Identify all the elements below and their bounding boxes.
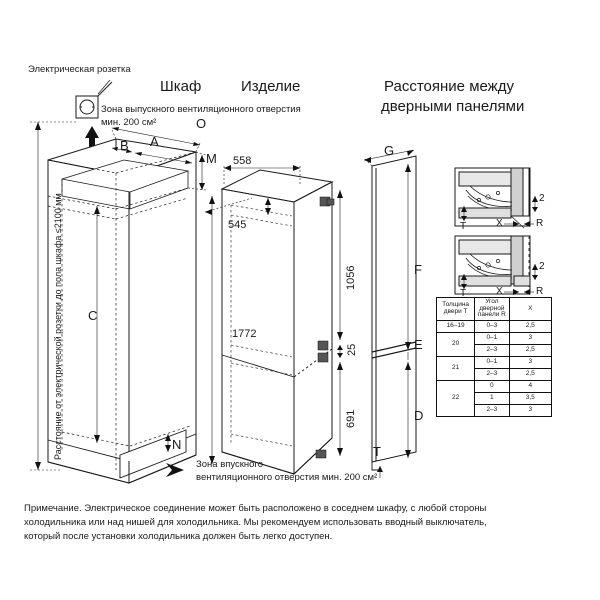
label-b: B (120, 138, 129, 153)
hdr-angle-l2: дверной (479, 304, 505, 312)
label-t-door: T (373, 444, 381, 459)
note-line-1: Примечание. Электрическое соединение мож… (24, 503, 487, 514)
outlet-vent-label-line2: мин. 200 см² (101, 117, 157, 128)
heading-door-panels-line1: Расстояние между (384, 78, 514, 95)
table-row: 2–3 2,5 (437, 368, 553, 381)
hdr-angle-l3: панели R (477, 311, 506, 319)
cell-x: 3,5 (508, 392, 553, 405)
table-row: 16–19 0–3 2,5 (435, 320, 553, 333)
label-t-upper: T (460, 221, 467, 232)
dim-1772: 1772 (232, 328, 257, 340)
socket-height-label: Расстояние от электрической розетки до п… (53, 193, 63, 460)
outlet-vent-label-line1: Зона выпускного вентиляционного отверсти… (101, 104, 301, 115)
table-row: 2–3 3 (437, 404, 553, 417)
cell-x: 4 (508, 380, 553, 393)
label-o: O (196, 116, 207, 131)
label-r-lower: R (536, 286, 544, 297)
label-x-upper: X (496, 218, 503, 229)
hinge-group (315, 196, 335, 459)
label-x-lower: X (496, 286, 503, 297)
label-r-upper: R (536, 218, 544, 229)
inlet-vent-arrow (166, 463, 184, 477)
cell-x: 2,5 (508, 368, 553, 381)
hdr-thickness-l2: двери T (443, 308, 468, 315)
cell-x: 2,5 (508, 344, 553, 357)
dim-691: 691 (345, 409, 357, 428)
note-block: Примечание. Электрическое соединение мож… (24, 502, 584, 543)
note-line-3: который после установки холодильника дол… (24, 530, 333, 542)
cell-x: 3 (508, 332, 553, 345)
table-body: 16–19 0–3 2,5 20 0–1 3 2–3 2,5 21 0–1 3 … (435, 320, 553, 417)
cell-angle: 2–3 (474, 368, 510, 381)
inlet-vent-label-line1: Зона впускного (196, 459, 264, 470)
dim-558: 558 (233, 155, 252, 167)
cell-angle: 0 (474, 380, 510, 393)
dim-25: 25 (346, 343, 358, 356)
label-n: N (172, 437, 182, 452)
label-g: G (384, 143, 395, 158)
hinge-detail-upper (454, 167, 538, 229)
cell-angle: 2–3 (474, 344, 510, 357)
hdr-thickness-l1: Толщина (442, 301, 470, 309)
table-row: 1 3,5 (437, 392, 553, 405)
door-panel-angle-table: Толщина двери T Угол дверной панели R X … (435, 297, 553, 417)
hdr-angle-l1: Угол (485, 297, 499, 305)
table-row: 22 0 4 (435, 380, 553, 417)
table-header-angle: Угол дверной панели R (474, 297, 510, 321)
label-a: A (150, 134, 159, 149)
cell-angle: 0–1 (474, 356, 510, 369)
cell-angle: 0–1 (474, 332, 510, 345)
note-line-2: холодильника или над нишей для холодильн… (24, 516, 487, 528)
table-header-thickness: Толщина двери T (435, 297, 476, 321)
table-header-x: X (508, 297, 553, 321)
heading-door-panels-line2: дверными панелями (381, 98, 525, 115)
label-m: M (206, 151, 217, 166)
cell-angle: 2–3 (474, 404, 510, 417)
cell-x: 2,5 (508, 320, 553, 333)
label-e: E (414, 337, 423, 352)
label-f: F (414, 262, 422, 277)
table-row: 20 0–1 3 (435, 332, 553, 357)
hinge-detail-lower (454, 235, 538, 295)
cell-angle: 0–3 (474, 320, 510, 333)
label-c: C (88, 308, 98, 323)
label-d: D (414, 408, 424, 423)
cell-x: 3 (508, 356, 553, 369)
cell-x: 3 (508, 404, 553, 417)
heading-product: Изделие (241, 78, 301, 95)
electrical-socket-icon (75, 81, 113, 119)
cell-thickness: 21 (435, 356, 476, 381)
heading-cabinet: Шкаф (160, 78, 202, 95)
dim-545: 545 (228, 219, 247, 231)
inlet-vent-label-line2: вентиляционного отверстия мин. 200 см² (196, 472, 378, 483)
dim-1056: 1056 (345, 265, 357, 290)
label-gap-upper: 2 (539, 193, 545, 204)
cell-thickness: 16–19 (435, 320, 476, 333)
cell-thickness: 20 (435, 332, 476, 357)
outlet-vent-arrow (85, 126, 99, 156)
label-t-lower: T (460, 288, 467, 299)
label-gap-lower: 2 (539, 261, 545, 272)
table-row: 21 0–1 3 (435, 356, 553, 381)
socket-label: Электрическая розетка (28, 64, 131, 75)
cell-thickness: 22 (435, 380, 476, 417)
cell-angle: 1 (474, 392, 510, 405)
table-header-row: Толщина двери T Угол дверной панели R X (435, 297, 553, 321)
